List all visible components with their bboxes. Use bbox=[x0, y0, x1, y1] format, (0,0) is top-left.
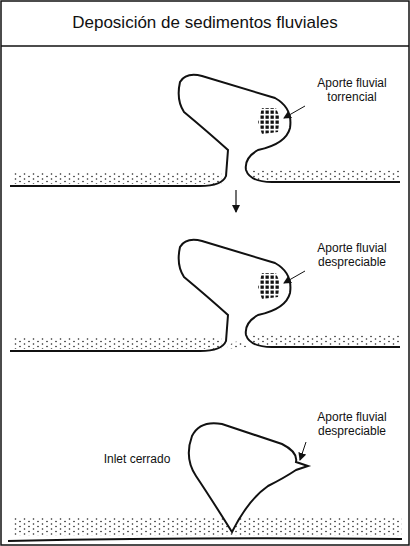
inlet-label: Inlet cerrado bbox=[92, 452, 182, 466]
panel-closed-inlet bbox=[1, 377, 409, 541]
title: Deposición de sedimentos fluviales bbox=[0, 0, 410, 46]
callout-label: Aporte fluvial despreciable bbox=[300, 410, 404, 438]
callout-label: Aporte fluvial torrencial bbox=[300, 76, 404, 104]
title-rule bbox=[1, 45, 409, 47]
callout-label: Aporte fluvial despreciable bbox=[300, 241, 404, 269]
